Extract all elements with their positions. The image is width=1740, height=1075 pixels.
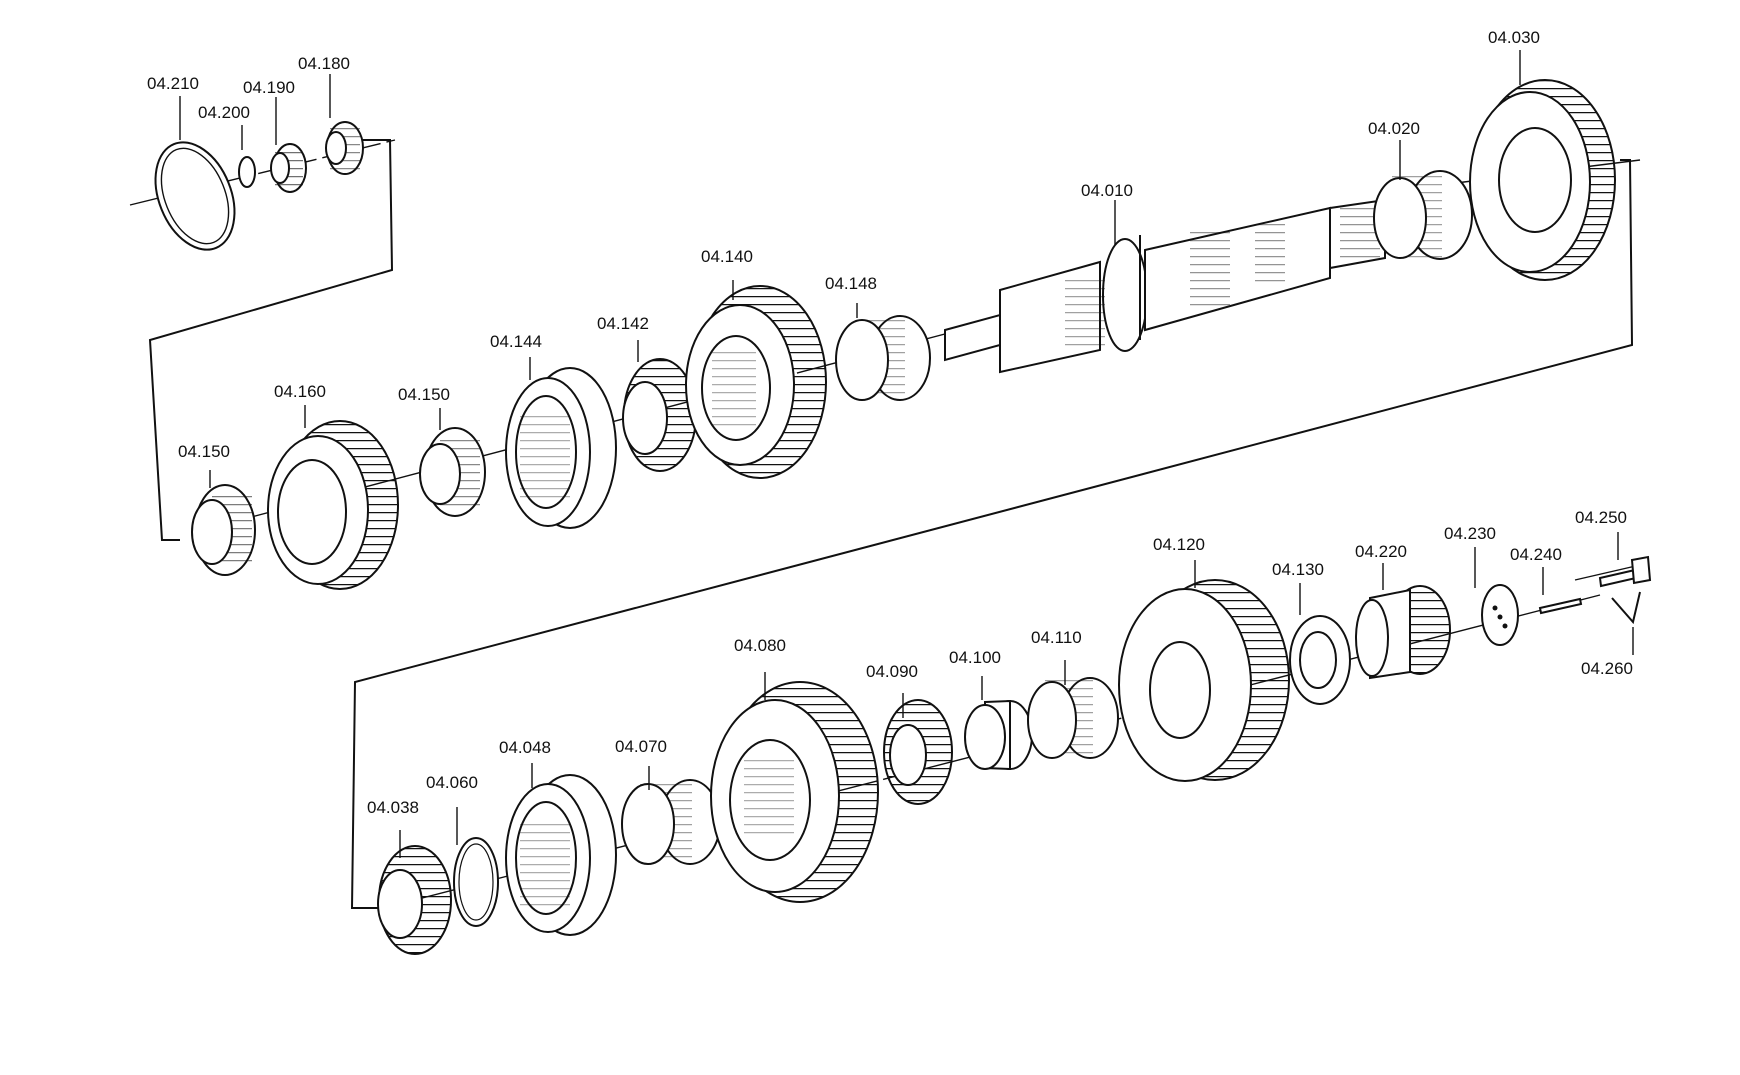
label-04-100: 04.100 bbox=[949, 648, 1001, 667]
part-04-260-mark bbox=[1611, 591, 1641, 625]
part-04-140-gear bbox=[685, 285, 827, 479]
label-04-148: 04.148 bbox=[825, 274, 877, 293]
label-04-250: 04.250 bbox=[1575, 508, 1627, 527]
label-04-110: 04.110 bbox=[1031, 628, 1082, 647]
label-04-150-a: 04.150 bbox=[178, 442, 230, 461]
part-04-160-gear bbox=[267, 420, 399, 590]
label-04-160: 04.160 bbox=[274, 382, 326, 401]
label-04-130: 04.130 bbox=[1272, 560, 1324, 579]
label-04-200: 04.200 bbox=[198, 103, 250, 122]
leader-lines bbox=[179, 50, 1634, 858]
part-04-240-pin bbox=[1538, 597, 1583, 615]
part-04-150-bearing-b bbox=[419, 427, 486, 517]
label-04-038: 04.038 bbox=[367, 798, 419, 817]
part-04-200-circlip bbox=[238, 156, 256, 188]
label-04-070: 04.070 bbox=[615, 737, 667, 756]
part-04-100-bushing bbox=[964, 699, 1033, 771]
label-04-080: 04.080 bbox=[734, 636, 786, 655]
part-04-190-nut bbox=[270, 143, 307, 193]
part-04-020-needle-bearing bbox=[1373, 170, 1473, 260]
part-04-120-gear bbox=[1118, 579, 1290, 782]
part-04-080-gear bbox=[710, 681, 879, 903]
part-04-142-hub bbox=[622, 358, 697, 472]
part-04-038-hub bbox=[377, 845, 452, 955]
label-04-120: 04.120 bbox=[1153, 535, 1205, 554]
label-04-150-b: 04.150 bbox=[398, 385, 450, 404]
label-04-230: 04.230 bbox=[1444, 524, 1496, 543]
part-04-030-gear bbox=[1469, 79, 1616, 281]
part-04-220-hub bbox=[1355, 585, 1451, 680]
label-04-048: 04.048 bbox=[499, 738, 551, 757]
label-04-190: 04.190 bbox=[243, 78, 295, 97]
part-04-250-bolt bbox=[1598, 555, 1652, 588]
part-04-180-nut bbox=[325, 121, 364, 175]
callout-labels: 04.210 04.200 04.190 04.180 04.010 04.02… bbox=[147, 28, 1633, 817]
label-04-140: 04.140 bbox=[701, 247, 753, 266]
part-04-090-hub bbox=[883, 699, 953, 805]
part-04-148-needle-bearing bbox=[835, 315, 931, 401]
part-04-010-main-shaft bbox=[944, 198, 1386, 374]
part-04-110-needle-bearing bbox=[1027, 677, 1119, 759]
part-04-150-bearing-a bbox=[191, 484, 256, 576]
label-04-020: 04.020 bbox=[1368, 119, 1420, 138]
label-04-060: 04.060 bbox=[426, 773, 478, 792]
part-04-144-sleeve bbox=[505, 367, 617, 529]
label-04-240: 04.240 bbox=[1510, 545, 1562, 564]
label-04-144: 04.144 bbox=[490, 332, 542, 351]
part-04-048-sleeve bbox=[505, 774, 617, 936]
part-04-070-needle-bearing bbox=[621, 779, 721, 865]
part-04-130-seal bbox=[1289, 615, 1351, 705]
label-04-090: 04.090 bbox=[866, 662, 918, 681]
label-04-142: 04.142 bbox=[597, 314, 649, 333]
part-04-230-washer bbox=[1481, 584, 1519, 646]
label-04-210: 04.210 bbox=[147, 74, 199, 93]
part-04-060-snap-ring bbox=[453, 837, 499, 927]
part-04-210-snap-ring bbox=[154, 141, 236, 251]
label-04-180: 04.180 bbox=[298, 54, 350, 73]
label-04-220: 04.220 bbox=[1355, 542, 1407, 561]
label-04-030: 04.030 bbox=[1488, 28, 1540, 47]
label-04-260: 04.260 bbox=[1581, 659, 1633, 678]
label-04-010: 04.010 bbox=[1081, 181, 1133, 200]
